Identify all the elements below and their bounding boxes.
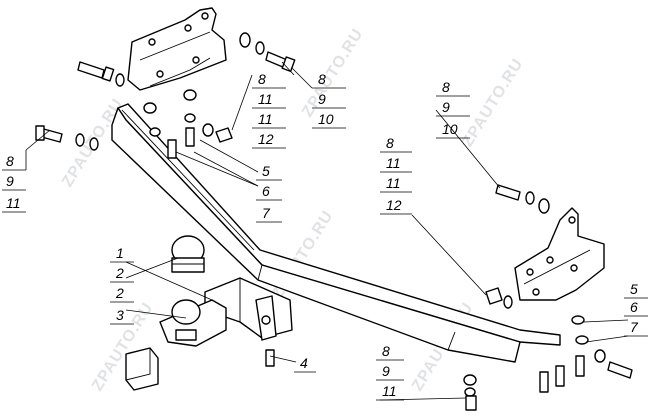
callout-label: 8 [382, 343, 390, 359]
watermark-2: ZPAUTO.RU [299, 26, 367, 121]
callout-label: 2 [115, 285, 124, 301]
right-mounting-bracket [514, 207, 605, 301]
callout-label: 5 [262, 163, 270, 179]
callout-label: 8 [386, 135, 394, 151]
callout-label: 7 [630, 319, 639, 335]
callout-label: 8 [6, 153, 14, 169]
callout-label: 4 [300, 355, 308, 371]
callout-top-right: 8 9 10 [291, 67, 346, 129]
left-mounting-bracket [127, 7, 227, 91]
callout-top-center: 8 11 11 12 [252, 71, 286, 149]
hitch-receiver [204, 277, 293, 341]
callout-label: 9 [318, 91, 326, 107]
callout-label: 11 [258, 111, 273, 127]
callout-label: 8 [442, 79, 450, 95]
callout-right-lower: 5 6 7 [624, 281, 648, 337]
callout-label: 3 [116, 307, 124, 323]
callout-center-right: 5 6 7 [256, 163, 282, 223]
callout-label: 12 [258, 131, 274, 147]
callout-label: 5 [630, 281, 638, 297]
callout-label: 8 [258, 71, 266, 87]
fasteners [35, 32, 633, 411]
callout-right-upper: 8 11 11 12 [380, 135, 412, 215]
callout-left: 8 9 11 [2, 150, 27, 213]
callout-label: 12 [386, 197, 402, 213]
callout-label: 9 [6, 173, 14, 189]
callout-label: 11 [6, 195, 21, 211]
callout-label: 11 [258, 91, 273, 107]
socket-cover [125, 347, 159, 391]
callout-right-top: 8 9 10 [436, 79, 470, 139]
callout-label: 6 [262, 183, 270, 199]
callout-label: 8 [318, 71, 326, 87]
callout-label: 7 [262, 205, 271, 221]
tow-ball-assembled [159, 299, 227, 347]
callout-label: 10 [318, 111, 334, 127]
callout-label: 9 [382, 363, 390, 379]
callout-label: 11 [382, 383, 397, 399]
callout-label: 1 [116, 245, 124, 261]
callout-label: 9 [442, 99, 450, 115]
main-cross-beam [111, 103, 561, 363]
tow-ball-exploded [171, 235, 205, 273]
callout-ball-bolt: 4 [294, 355, 316, 373]
callout-bottom: 8 9 11 [376, 343, 404, 401]
callout-label: 10 [442, 121, 458, 137]
leader-lines [25, 61, 629, 401]
callout-label: 6 [630, 299, 638, 315]
callout-left-lower: 1 2 2 3 [110, 245, 134, 325]
callout-label: 11 [386, 175, 401, 191]
watermark-3: ZPAUTO.RU [459, 56, 527, 151]
callout-label: 2 [115, 265, 124, 281]
callout-label: 11 [386, 155, 401, 171]
